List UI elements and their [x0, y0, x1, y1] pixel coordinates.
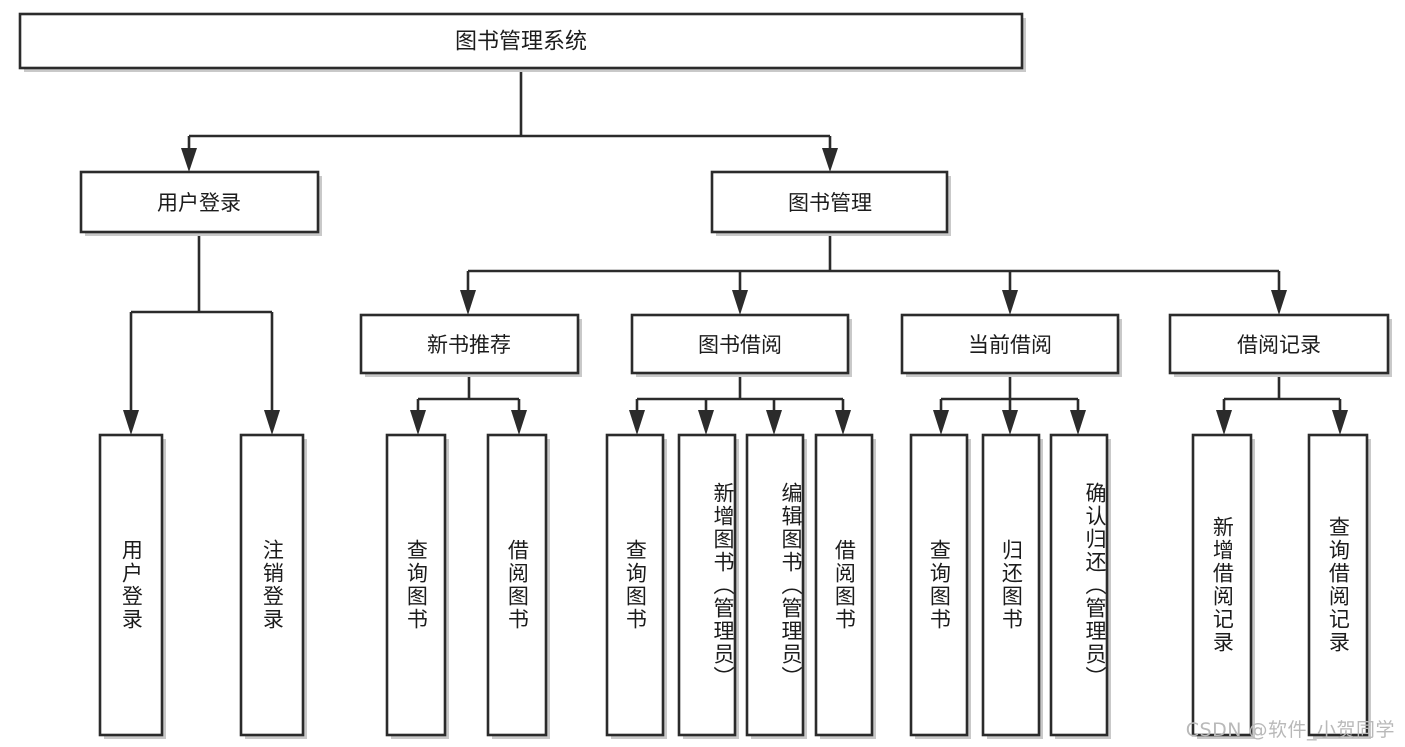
node-borrow-record-label: 借阅记录: [1237, 333, 1321, 357]
arrow-book-borrow: [732, 290, 748, 315]
arrow-leaf-query-book-3: [933, 410, 949, 435]
node-leaf-logout-box: [239, 433, 305, 737]
node-new-book-recommend-box: [359, 313, 580, 375]
arrow-new-book-recommend: [460, 290, 476, 315]
node-layer: 图书管理系统 用户登录 图书管理 新书推荐: [18, 12, 1392, 739]
arrow-leaf-add-record: [1216, 410, 1232, 435]
arrow-leaf-query-book-2: [629, 410, 645, 435]
node-leaf-query-record-box: [1307, 433, 1369, 737]
node-leaf-confirm-return-box: [1049, 433, 1109, 737]
node-leaf-query-book-1[interactable]: [385, 433, 449, 739]
node-leaf-query-book-1-box: [385, 433, 447, 737]
arrow-user-login: [181, 148, 197, 172]
node-borrow-record-box: [1168, 313, 1390, 375]
node-leaf-add-record-box: [1191, 433, 1253, 737]
node-leaf-borrow-book-1-box: [486, 433, 548, 737]
arrow-borrow-record: [1271, 290, 1287, 315]
node-current-borrow-label: 当前借阅: [968, 333, 1052, 357]
node-user-login-box: [79, 170, 320, 234]
watermark-text: CSDN @软件_小贺同学: [1185, 719, 1395, 741]
node-book-management-box: [710, 170, 949, 234]
arrow-leaf-logout: [264, 410, 280, 435]
node-leaf-edit-book[interactable]: [745, 433, 807, 739]
node-leaf-return-book-box: [981, 433, 1041, 737]
node-book-borrow-box: [630, 313, 850, 375]
node-leaf-query-book-3-box: [909, 433, 969, 737]
arrow-leaf-query-record: [1332, 410, 1348, 435]
node-leaf-add-record[interactable]: [1191, 433, 1255, 739]
node-leaf-edit-book-box: [745, 433, 805, 737]
arrow-leaf-return-book: [1002, 410, 1018, 435]
node-leaf-user-login-box: [98, 433, 164, 737]
node-book-management-label: 图书管理: [788, 191, 872, 215]
node-current-borrow-box: [900, 313, 1120, 375]
node-leaf-borrow-book-2[interactable]: [814, 433, 876, 739]
node-new-book-recommend[interactable]: 新书推荐: [359, 313, 582, 377]
node-user-login-label: 用户登录: [157, 191, 241, 215]
node-current-borrow[interactable]: 当前借阅: [900, 313, 1122, 377]
node-leaf-confirm-return[interactable]: [1049, 433, 1111, 739]
node-leaf-user-login[interactable]: [98, 433, 166, 739]
arrow-leaf-query-book-1: [410, 410, 426, 435]
node-borrow-record[interactable]: 借阅记录: [1168, 313, 1392, 377]
node-book-management[interactable]: 图书管理: [710, 170, 951, 236]
node-leaf-query-book-2[interactable]: [605, 433, 667, 739]
node-leaf-query-book-3[interactable]: [909, 433, 971, 739]
arrow-leaf-user-login: [123, 410, 139, 435]
node-leaf-query-book-2-box: [605, 433, 665, 737]
node-leaf-query-record[interactable]: [1307, 433, 1371, 739]
node-leaf-return-book[interactable]: [981, 433, 1043, 739]
node-leaf-logout[interactable]: [239, 433, 307, 739]
node-root[interactable]: 图书管理系统: [18, 12, 1026, 72]
arrow-leaf-confirm-return: [1070, 410, 1086, 435]
arrow-leaf-edit-book: [766, 410, 782, 435]
node-root-label: 图书管理系统: [455, 30, 587, 55]
node-leaf-borrow-book-2-box: [814, 433, 874, 737]
node-book-borrow-label: 图书借阅: [698, 333, 782, 357]
node-root-box: [18, 12, 1024, 70]
node-leaf-add-book-box: [677, 433, 737, 737]
connector-layer: [123, 68, 1348, 435]
node-new-book-recommend-label: 新书推荐: [427, 333, 511, 357]
arrow-leaf-add-book: [698, 410, 714, 435]
arrow-leaf-borrow-book-1: [511, 410, 527, 435]
node-user-login[interactable]: 用户登录: [79, 170, 322, 236]
node-leaf-borrow-book-1[interactable]: [486, 433, 550, 739]
arrow-current-borrow: [1002, 290, 1018, 315]
arrow-book-management: [822, 148, 838, 172]
arrow-leaf-borrow-book-2: [835, 410, 851, 435]
node-book-borrow[interactable]: 图书借阅: [630, 313, 852, 377]
node-leaf-add-book[interactable]: [677, 433, 739, 739]
